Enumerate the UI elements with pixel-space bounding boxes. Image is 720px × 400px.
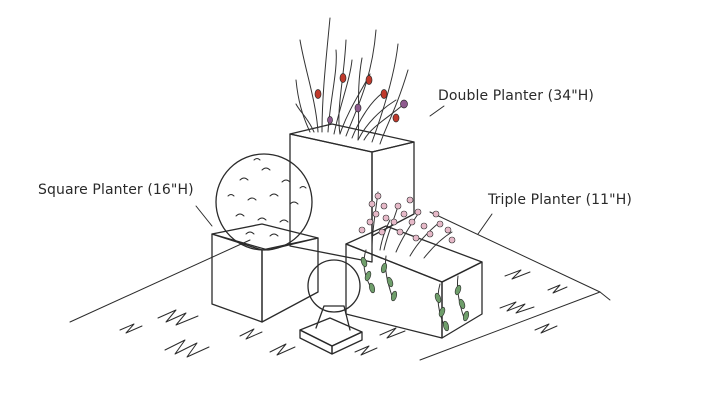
triple-planter-leader <box>477 213 493 235</box>
garden-orb-pedestal <box>299 259 363 355</box>
pink-blossoms <box>358 192 456 244</box>
topiary-ball <box>215 153 313 251</box>
triple-planter-label: Triple Planter (11"H) <box>488 192 632 208</box>
ground-outline <box>69 211 611 361</box>
double-planter <box>289 17 445 263</box>
double-planter-leader <box>429 105 445 117</box>
ground-scribbles <box>119 269 568 358</box>
triple-planter <box>345 191 493 339</box>
square-planter-label: Square Planter (16"H) <box>38 182 194 198</box>
square-planter <box>195 205 319 323</box>
trailing-leaves <box>360 256 470 332</box>
square-planter-leader <box>195 205 213 227</box>
double-planter-label: Double Planter (34"H) <box>438 88 594 104</box>
